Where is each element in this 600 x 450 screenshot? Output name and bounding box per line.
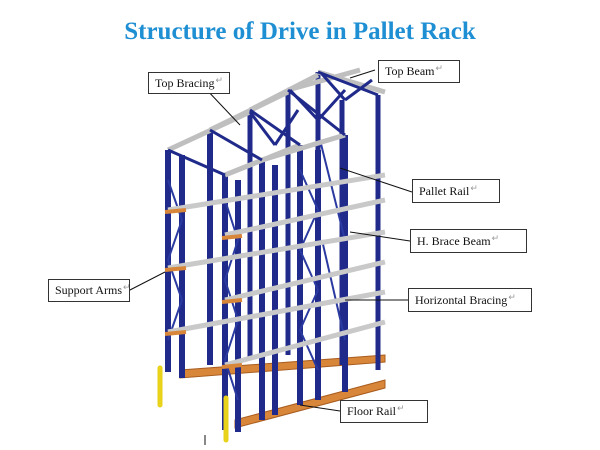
top-beams [166,67,386,178]
callout-pallet-rail-label: Pallet Rail [419,183,470,198]
callout-support-arms-label: Support Arms [55,283,123,297]
diagram-title: Structure of Drive in Pallet Rack [124,18,476,45]
front-uprights [165,130,348,432]
callout-floor-rail: Floor Rail↵ [340,400,428,423]
return-mark: ↵ [435,63,444,73]
callout-floor-rail-label: Floor Rail [347,404,397,418]
callout-h-brace-beam-label: H. Brace Beam [417,233,491,248]
callout-support-arms: Support Arms↵ [48,279,131,302]
callout-pallet-rail: Pallet Rail↵ [412,179,500,203]
return-mark: ↵ [215,74,224,85]
column-guards [157,365,229,443]
support-arms [164,208,243,369]
return-mark: ↵ [123,282,131,292]
callout-horizontal-bracing-label: Horizontal Bracing [415,292,508,307]
callout-horizontal-bracing: Horizontal Bracing↵ [408,288,532,312]
callout-top-bracing-label: Top Bracing [155,75,215,90]
top-bracing [167,70,379,177]
leader-lines [127,69,413,445]
callout-top-beam: Top Beam↵ [378,60,460,83]
return-mark: ↵ [470,182,478,193]
callout-h-brace-beam: H. Brace Beam↵ [410,229,527,253]
return-mark: ↵ [491,232,500,243]
pallet-rails [167,172,386,368]
return-mark: ↵ [508,291,516,302]
return-mark: ↵ [397,403,405,413]
callout-top-bracing: Top Bracing↵ [148,72,230,94]
callout-top-beam-label: Top Beam [385,64,435,78]
